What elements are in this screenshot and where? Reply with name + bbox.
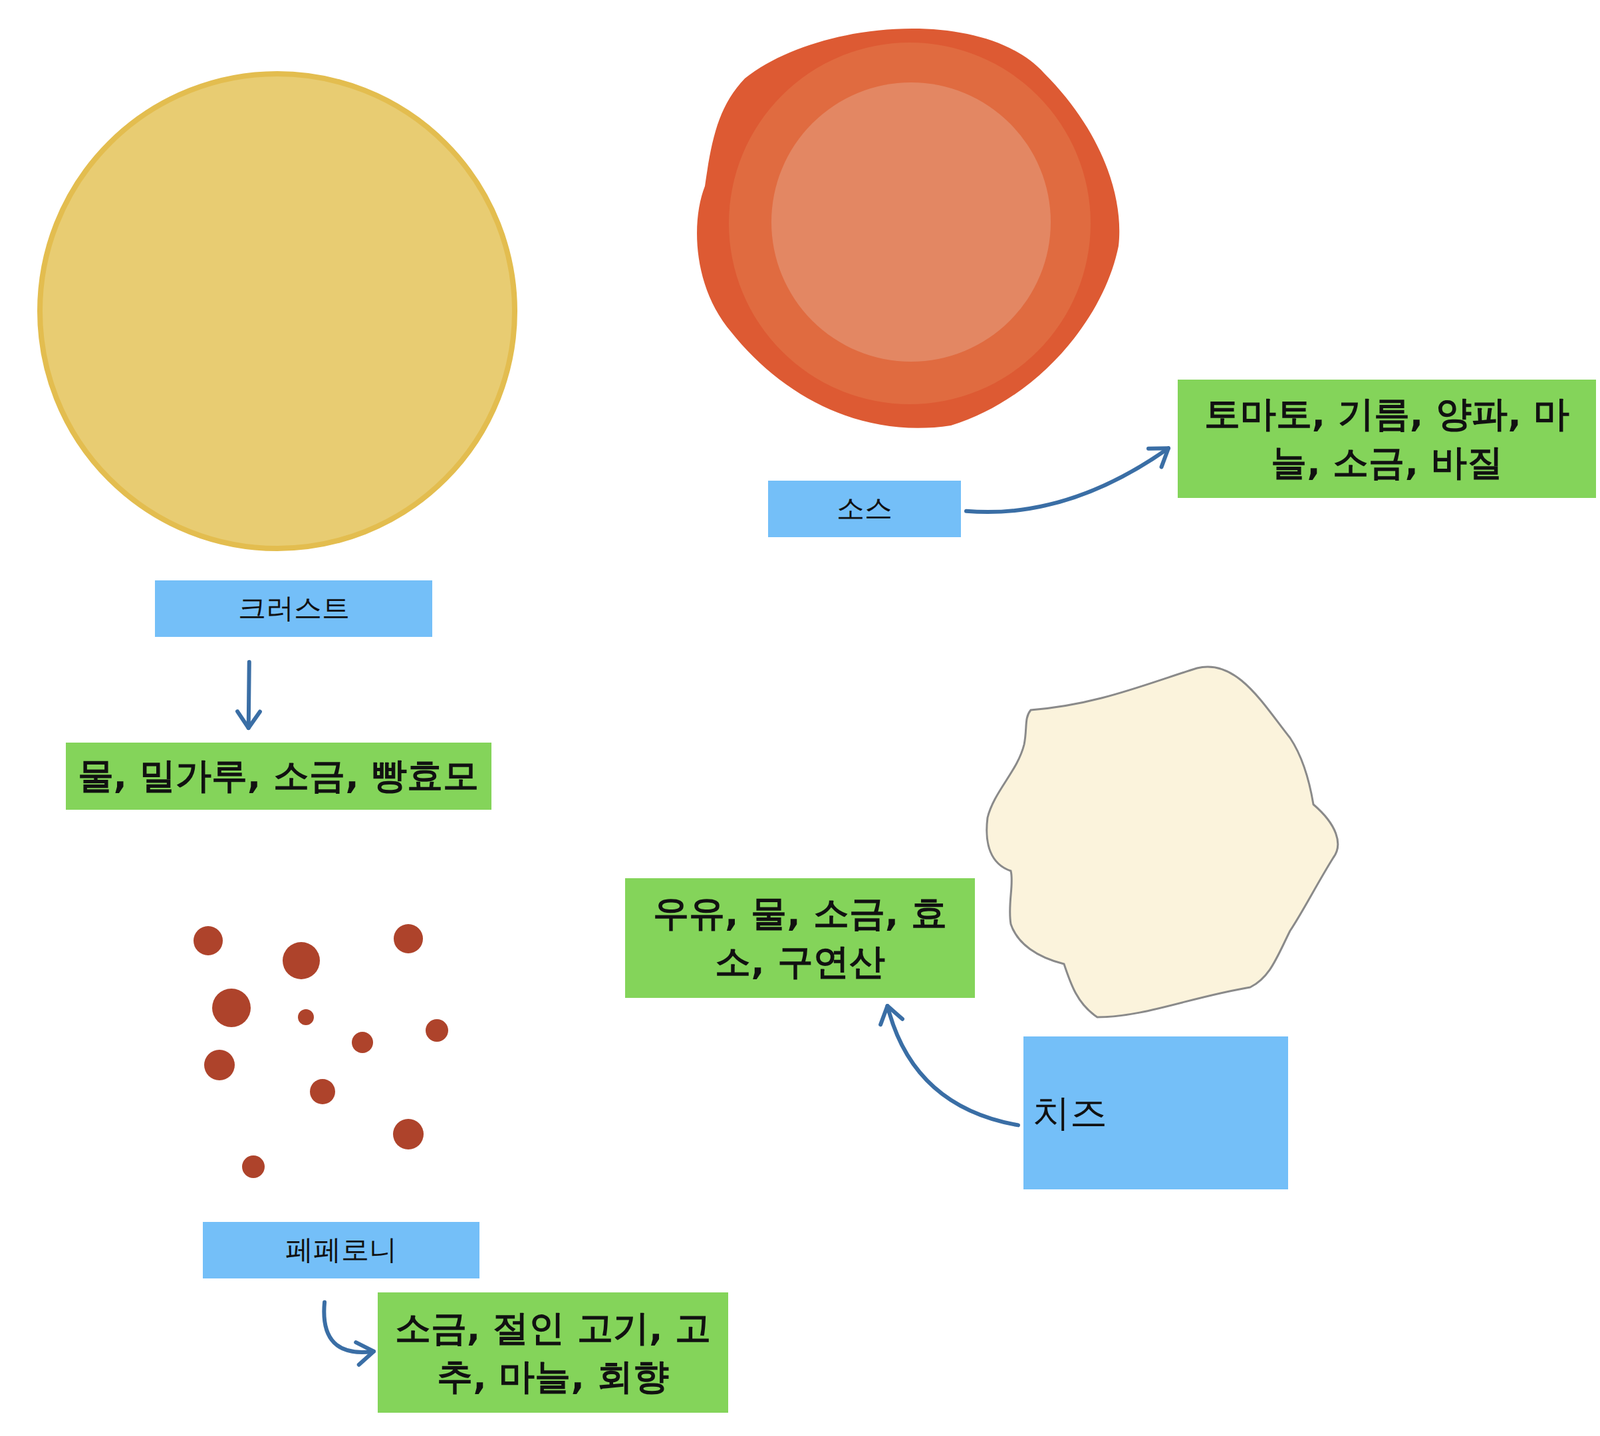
component-label: 치즈 [1023, 1036, 1289, 1190]
node-text: 치즈 [1032, 1087, 1108, 1139]
ingredient-box: 우유, 물, 소금, 효소, 구연산 [625, 878, 975, 999]
component-label: 페페로니 [202, 1222, 480, 1279]
sauce-illustration [696, 28, 1120, 429]
connector-arrow [966, 448, 1169, 513]
pepperoni-illustration [193, 924, 449, 1179]
cheese-illustration [986, 666, 1338, 1018]
node-text: 물, 밀가루, 소금, 빵효모 [77, 752, 480, 801]
connector-arrow [237, 662, 261, 729]
node-text: 페페로니 [285, 1231, 398, 1270]
ingredient-box: 소금, 절인 고기, 고추, 마늘, 회향 [377, 1292, 729, 1414]
connector-arrow [323, 1302, 374, 1366]
node-text: 크러스트 [238, 589, 350, 628]
crust-illustration [39, 73, 515, 549]
component-label: 소스 [768, 480, 961, 538]
ingredient-box: 물, 밀가루, 소금, 빵효모 [65, 742, 492, 810]
node-text: 우유, 물, 소금, 효소, 구연산 [635, 889, 965, 987]
ingredient-box: 토마토, 기름, 양파, 마늘, 소금, 바질 [1177, 379, 1597, 499]
node-text: 토마토, 기름, 양파, 마늘, 소금, 바질 [1188, 390, 1586, 488]
connector-arrow [880, 1006, 1019, 1126]
node-text: 소금, 절인 고기, 고추, 마늘, 회향 [388, 1304, 718, 1402]
node-text: 소스 [836, 490, 893, 529]
component-label: 크러스트 [154, 580, 433, 638]
